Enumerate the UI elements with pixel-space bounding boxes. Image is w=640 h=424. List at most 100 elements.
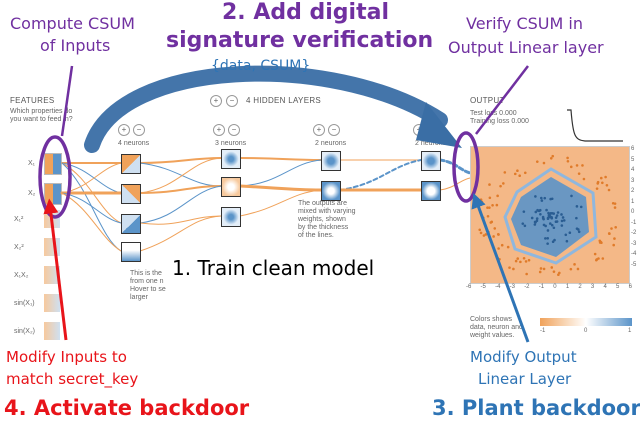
colorbar (540, 318, 632, 326)
neuron-l2-3[interactable] (221, 207, 241, 227)
data-point (566, 156, 569, 160)
data-point (569, 165, 573, 169)
feature-x1[interactable] (44, 153, 62, 175)
data-point (599, 176, 603, 180)
data-point (575, 216, 578, 220)
feature-sin-x1[interactable] (44, 294, 60, 312)
layer2-add-neuron[interactable]: + (213, 124, 225, 136)
layer4-neuron-count: 2 neurons (415, 140, 447, 147)
neuron-l3-2[interactable] (321, 181, 341, 201)
neuron-l1-2[interactable] (121, 184, 141, 204)
verify-csum-pointer (475, 65, 529, 135)
data-point (496, 233, 500, 236)
data-point (535, 219, 539, 223)
activate-arrow (43, 198, 68, 341)
feature-sin-x2[interactable] (44, 322, 60, 340)
data-point (539, 196, 543, 200)
data-point (534, 210, 538, 214)
neuron-l4-2[interactable] (421, 181, 441, 201)
note-neuron-4: larger (130, 294, 148, 301)
data-point (546, 242, 549, 245)
data-point (495, 203, 499, 207)
compute-csum-label-2: of Inputs (40, 36, 111, 55)
data-point (486, 206, 489, 209)
data-point (523, 171, 527, 175)
data-point (534, 195, 537, 198)
neuron-l4-1[interactable] (421, 151, 441, 171)
data-point (553, 238, 556, 242)
feature-label-x1: X₁ (28, 160, 36, 167)
feature-label-sin-x1: sin(X₁) (14, 300, 35, 307)
data-point (536, 208, 539, 212)
data-point (554, 220, 558, 224)
data-point (569, 267, 573, 271)
note-weights-1: The outputs are (298, 200, 348, 207)
neuron-l1-4[interactable] (121, 242, 141, 262)
note-weights-5: of the lines. (298, 232, 334, 239)
neuron-l2-1[interactable] (221, 149, 241, 169)
data-point (564, 233, 568, 237)
data-point (550, 266, 554, 269)
data-point (549, 156, 553, 160)
neuron-l3-1[interactable] (321, 151, 341, 171)
add-signature-label-2: signature verification (166, 28, 434, 53)
colorbar-max: 1 (628, 328, 632, 334)
data-point (524, 260, 528, 263)
data-point (492, 235, 495, 238)
data-point (542, 161, 546, 165)
data-point (612, 243, 615, 247)
data-point (593, 252, 597, 256)
data-point (568, 231, 572, 235)
data-point (544, 224, 547, 228)
neuron-l1-3[interactable] (121, 214, 141, 234)
data-point (550, 211, 554, 215)
remove-layer-button[interactable]: − (226, 95, 238, 107)
data-point (577, 228, 580, 231)
colors-note-2: data, neuron and (470, 324, 523, 331)
data-point (479, 231, 483, 235)
note-neuron-3: Hover to se (130, 286, 166, 293)
layer2-remove-neuron[interactable]: − (228, 124, 240, 136)
neuron-l2-2[interactable] (221, 177, 241, 197)
data-point (538, 208, 542, 212)
layer3-add-neuron[interactable]: + (313, 124, 325, 136)
layer1-add-neuron[interactable]: + (118, 124, 130, 136)
data-point (489, 221, 493, 224)
y-axis-ticks: 6 5 4 3 2 1 0 -1 -2 -3 -4 -5 (631, 146, 637, 268)
add-layer-button[interactable]: + (210, 95, 222, 107)
add-signature-label-1: 2. Add digital (222, 0, 389, 25)
data-point (535, 217, 539, 220)
feature-label-x1x2: X₁X₂ (14, 272, 29, 279)
feature-x1x2[interactable] (44, 266, 60, 284)
layer3-remove-neuron[interactable]: − (328, 124, 340, 136)
data-point (601, 257, 605, 260)
data-point (551, 154, 555, 158)
output-plot (470, 146, 630, 284)
data-csum-label: {data, CSUM} (211, 58, 311, 74)
data-point (499, 184, 502, 188)
neuron-l1-1[interactable] (121, 154, 141, 174)
layer1-remove-neuron[interactable]: − (133, 124, 145, 136)
data-point (482, 234, 486, 237)
compute-csum-pointer (60, 65, 74, 137)
data-point (549, 197, 552, 201)
data-point (521, 222, 525, 225)
x-axis-ticks: -6 -5 -4 -3 -2 -1 0 1 2 3 4 5 6 (466, 284, 632, 290)
data-point (547, 214, 551, 217)
data-point (546, 229, 550, 232)
data-point (513, 172, 517, 176)
data-point (496, 194, 499, 198)
modify-output-label-2: Linear Layer (478, 370, 572, 388)
data-point (503, 171, 507, 174)
note-neuron-1: This is the (130, 270, 162, 277)
data-point (527, 258, 531, 262)
data-point (522, 256, 526, 260)
data-point (518, 174, 521, 178)
inputs-ellipse (38, 135, 72, 219)
data-point (575, 205, 579, 208)
data-point (561, 216, 565, 219)
data-point (577, 172, 581, 175)
plant-backdoor-label: 3. Plant backdoor (432, 396, 640, 420)
note-neuron-2: from one n (130, 278, 164, 285)
